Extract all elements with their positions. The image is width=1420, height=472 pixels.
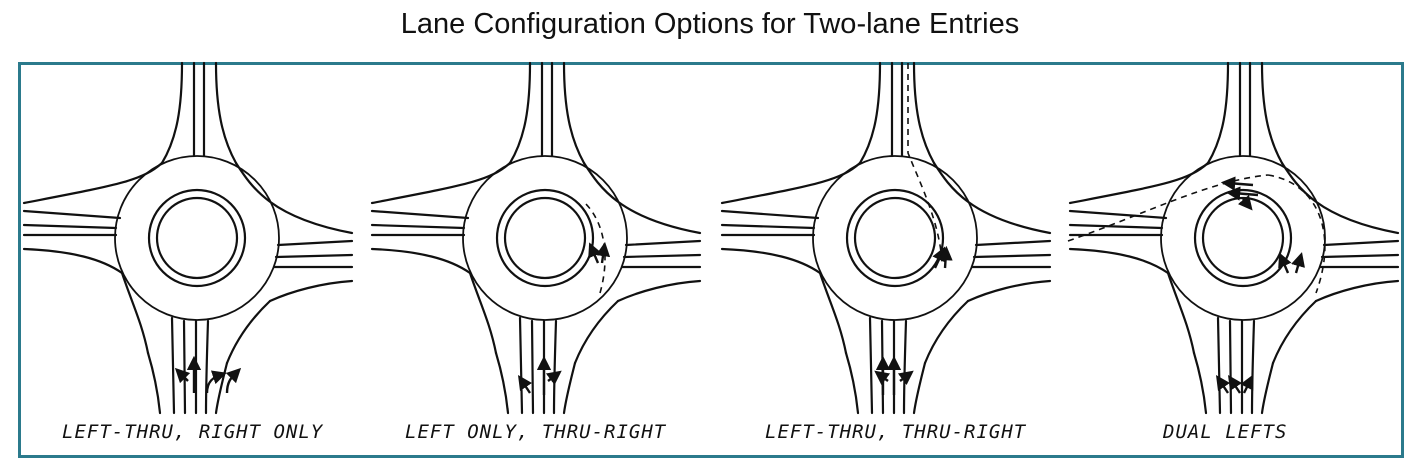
diagram-title: Lane Configuration Options for Two-lane … [400, 8, 1020, 40]
panel-left-only-thru-right: LEFT ONLY, THRU-RIGHT [370, 61, 702, 443]
panel-caption: LEFT-THRU, RIGHT ONLY [62, 421, 324, 443]
panel-caption: LEFT-THRU, THRU-RIGHT [765, 421, 1027, 443]
panel-dual-lefts: DUAL LEFTS [1067, 61, 1400, 443]
lane-arrows-icon [874, 245, 953, 395]
lane-arrows-icon [174, 355, 242, 394]
panel-left-thru-right-only: LEFT-THRU, RIGHT ONLY [22, 61, 354, 443]
panel-caption: DUAL LEFTS [1162, 421, 1287, 443]
diagram-frame [18, 62, 1404, 458]
lane-arrows-icon [1216, 176, 1305, 394]
panel-caption: LEFT ONLY, THRU-RIGHT [405, 421, 667, 443]
panel-left-thru-thru-right: LEFT-THRU, THRU-RIGHT [720, 61, 1052, 443]
lane-arrows-icon [518, 241, 611, 395]
